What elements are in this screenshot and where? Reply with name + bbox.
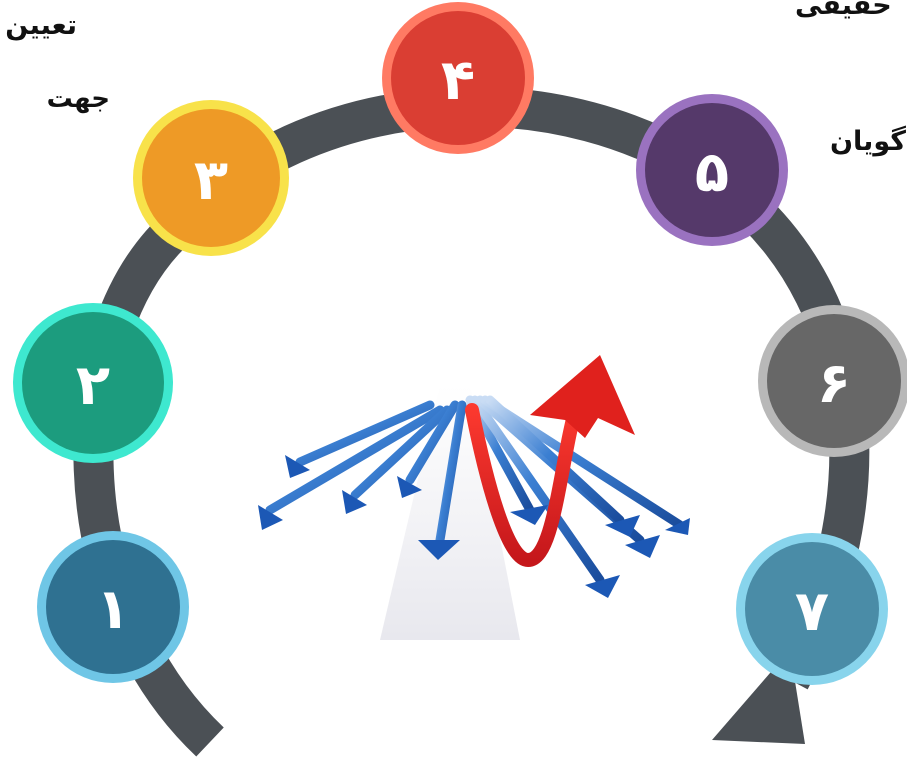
label-top-left-line1: تعیین [5,10,77,41]
step-3-number: ۳ [194,148,228,213]
label-top-left-line2: جهت [46,84,110,114]
step-2: ۲ [13,303,173,463]
step-1: ۱ [37,531,189,683]
red-arrowhead [530,355,635,438]
step-7: ۷ [736,533,888,685]
step-7-number: ۷ [795,579,829,644]
step-4-number: ۴ [441,48,475,113]
blue-arrows-left [265,400,467,545]
step-5-number: ۵ [695,140,729,205]
step-3: ۳ [133,100,289,256]
central-arrows-illustration [258,355,690,640]
step-6: ۶ [758,305,907,457]
step-5: ۵ [636,94,788,246]
label-top-right-line1: حقیقی [795,0,892,21]
step-4: ۴ [382,2,534,154]
step-6-number: ۶ [817,351,851,416]
red-rising-arrow [465,393,585,568]
step-1-number: ۱ [96,577,130,642]
center-road [380,385,520,640]
step-2-number: ۲ [76,353,110,418]
blue-arrowheads-left [258,455,460,560]
label-top-right-line2: گویان [830,126,906,157]
blue-arrowheads-right [510,505,690,598]
